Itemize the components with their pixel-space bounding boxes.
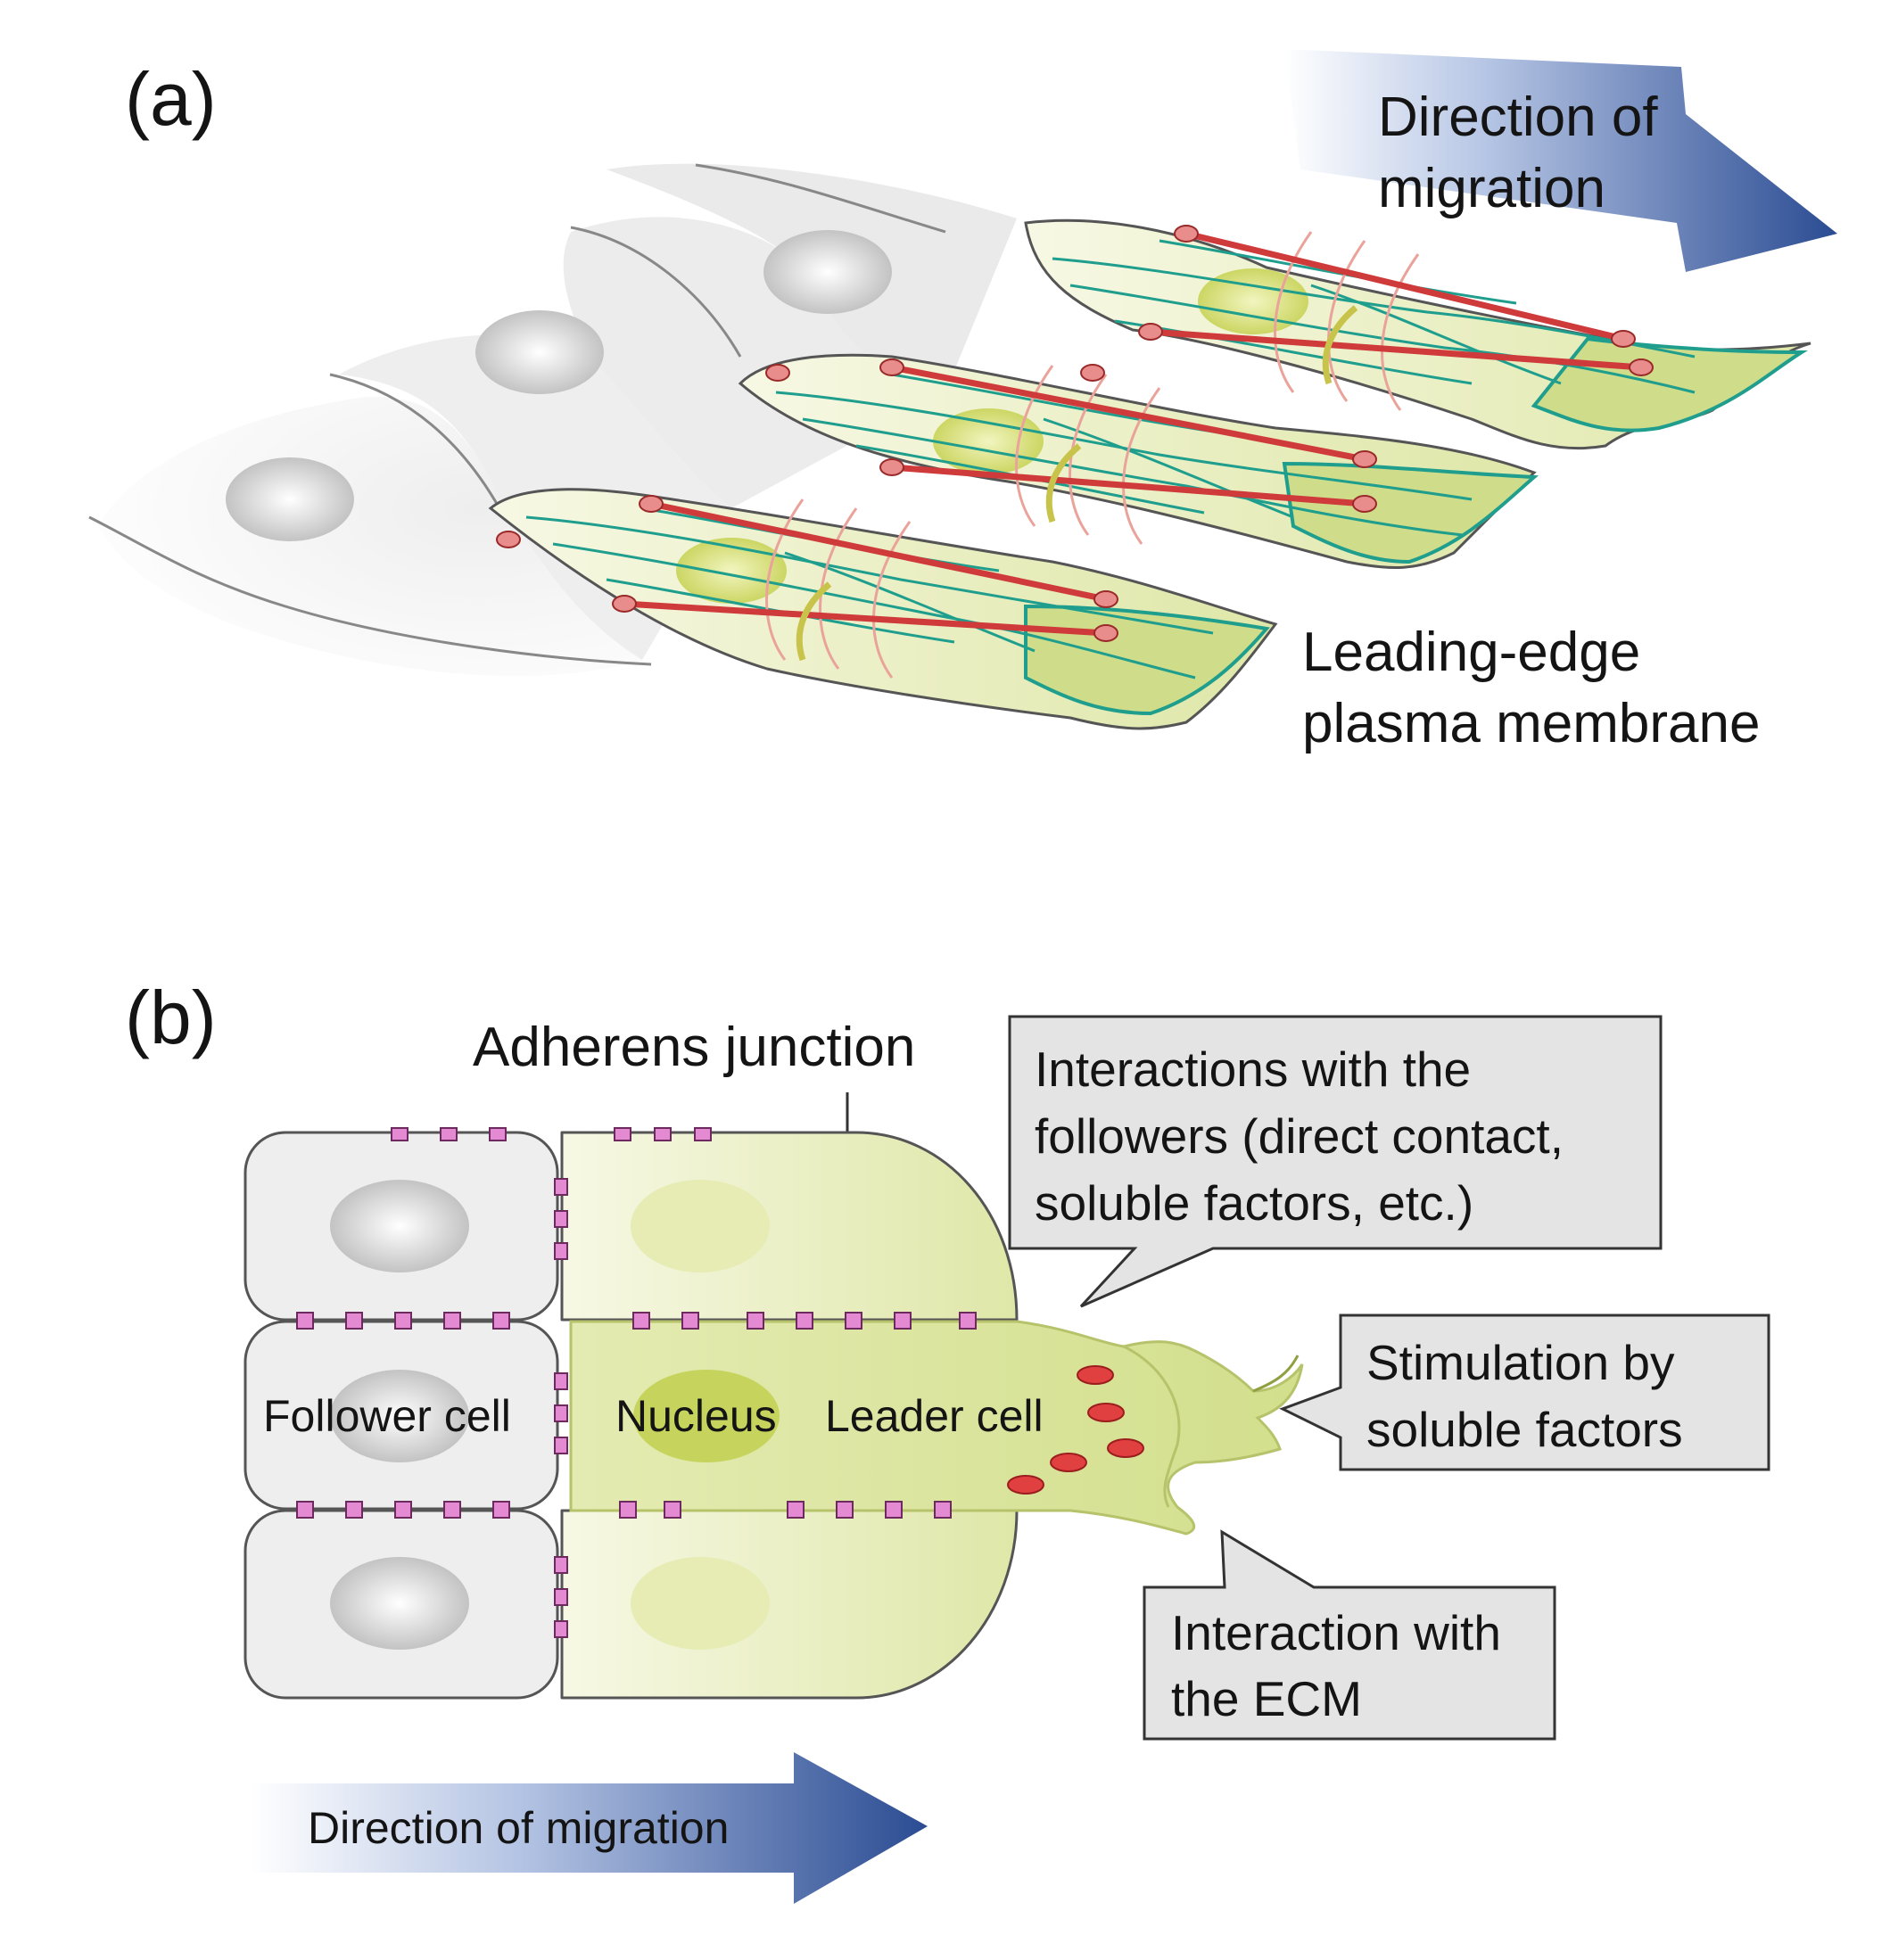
leader-cell bbox=[569, 1320, 1304, 1536]
background-nucleus-2 bbox=[475, 310, 604, 394]
neighbor-nucleus-bottom bbox=[631, 1557, 770, 1650]
panel-a-label: (a) bbox=[125, 57, 217, 141]
adherens-junctions bbox=[296, 1127, 977, 1638]
direction-label-a-line2: migration bbox=[1378, 158, 1605, 219]
actin-arcs bbox=[765, 231, 1420, 679]
direction-label-b: Direction of migration bbox=[308, 1803, 729, 1853]
background-nucleus-1 bbox=[226, 457, 354, 541]
nucleus-label: Nucleus bbox=[615, 1391, 777, 1441]
leader-vesicles bbox=[1007, 1365, 1144, 1495]
neighbor-cell-top bbox=[560, 1131, 1019, 1322]
focal-adhesions bbox=[496, 225, 1654, 642]
background-nucleus-3 bbox=[763, 230, 892, 314]
follower-nucleus-bottom bbox=[330, 1557, 469, 1650]
adherens-junction-label: Adherens junction bbox=[473, 1017, 915, 1078]
neighbor-cell-bottom bbox=[560, 1509, 1019, 1700]
leader-cell-label: Leader cell bbox=[825, 1391, 1044, 1441]
callout-followers-line1: Interactions with the bbox=[1035, 1042, 1471, 1097]
follower-nucleus-middle bbox=[330, 1370, 469, 1462]
callout-soluble: Stimulation by soluble factors bbox=[1279, 1314, 1770, 1471]
leading-edge-label-line1: Leading-edge bbox=[1302, 622, 1640, 683]
callout-soluble-line2: soluble factors bbox=[1366, 1402, 1683, 1457]
callout-ecm: Interaction with the ECM bbox=[1143, 1529, 1556, 1741]
callout-followers-line3: soluble factors, etc.) bbox=[1035, 1175, 1473, 1231]
callout-followers: Interactions with the followers (direct … bbox=[1008, 1015, 1663, 1308]
stress-fibers bbox=[621, 230, 1645, 637]
callout-followers-line2: followers (direct contact, bbox=[1035, 1108, 1564, 1164]
callout-ecm-line1: Interaction with bbox=[1171, 1605, 1501, 1660]
follower-cell-label: Follower cell bbox=[263, 1391, 511, 1441]
golgi-arcs bbox=[796, 305, 1358, 662]
leader-nucleus bbox=[633, 1370, 780, 1462]
direction-arrow-a bbox=[1284, 49, 1837, 272]
leading-edge-label-line2: plasma membrane bbox=[1302, 693, 1760, 754]
direction-arrow-b bbox=[252, 1752, 928, 1904]
neighbor-nucleus-top bbox=[631, 1180, 770, 1272]
direction-label-a-line1: Direction of bbox=[1378, 86, 1658, 148]
callout-ecm-line2: the ECM bbox=[1171, 1671, 1362, 1726]
follower-nucleus-top bbox=[330, 1180, 469, 1272]
callout-soluble-line1: Stimulation by bbox=[1366, 1335, 1675, 1390]
panel-b-label: (b) bbox=[125, 976, 217, 1059]
